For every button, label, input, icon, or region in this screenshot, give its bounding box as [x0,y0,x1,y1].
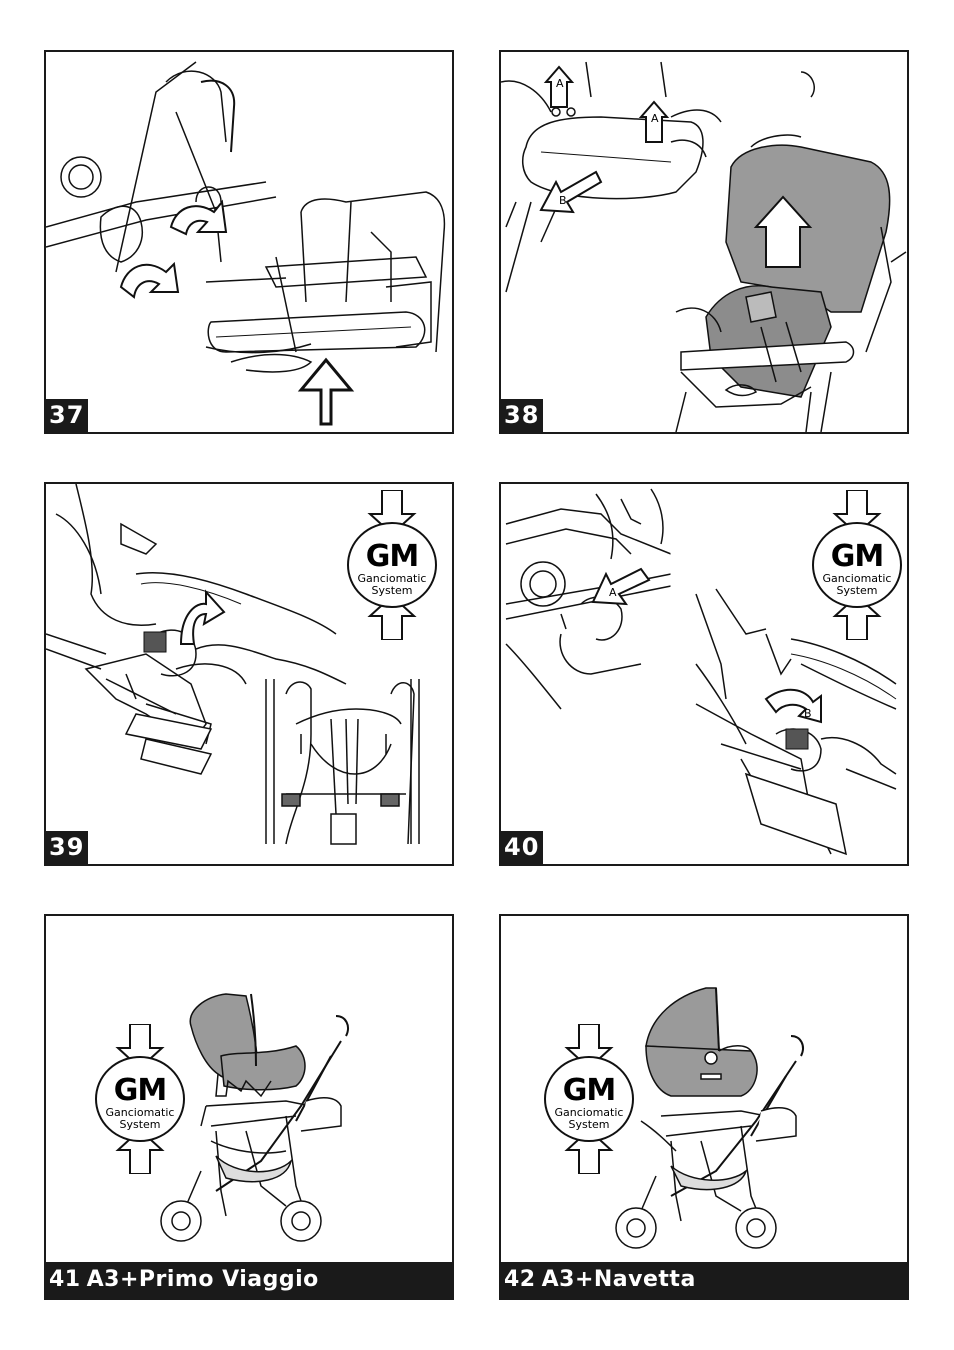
wheel [615,1207,777,1249]
label-a-2: A [651,112,659,125]
gm-line1: Ganciomatic [822,572,892,585]
step-37-illustration [46,61,446,426]
curved-arrow-icon [179,589,226,645]
step-title: A3+Primo Viaggio [86,1267,319,1292]
gm-letters: GM [113,1073,167,1108]
step-42-illustration [615,987,804,1249]
step-number: 39 [46,831,89,864]
label-b: B [804,707,812,720]
step-38-illustration: A A B [501,61,907,432]
curved-arrow-icon [764,688,822,724]
buckle [785,728,809,750]
gm-line1: Ganciomatic [357,572,427,585]
step-39-panel: GM Ganciomatic System 39 [44,482,454,866]
step-37-panel: 37 [44,50,454,434]
gm-logo-icon: GM Ganciomatic System [344,490,440,640]
gm-line1: Ganciomatic [554,1106,624,1119]
down-arrow-icon [591,567,651,606]
gm-letters: GM [365,539,419,574]
step-40-illustration: A B [505,484,897,856]
step-41-illustration [160,993,349,1242]
gm-logo-icon: GM Ganciomatic System [541,1024,637,1174]
step-38-panel: A A B 38 [499,50,909,434]
down-arrow-icon [539,170,603,214]
step-title: A3+Navetta [541,1267,696,1292]
step-number: 38 [501,399,544,432]
buckle [143,631,167,653]
up-arrow-icon [543,65,813,268]
gm-logo-icon: GM Ganciomatic System [92,1024,188,1174]
step-number: 40 [501,831,544,864]
up-arrow-icon [297,357,355,426]
gm-letters: GM [830,539,884,574]
gm-line2: System [836,584,878,597]
gm-line2: System [568,1118,610,1131]
gm-line2: System [119,1118,161,1131]
step-number: 41 [49,1267,81,1292]
curved-arrow-icon [119,199,228,299]
gm-logo-icon: GM Ganciomatic System [809,490,905,640]
gm-line2: System [371,584,413,597]
gm-line1: Ganciomatic [105,1106,175,1119]
step-39-illustration [46,484,420,845]
wheel [160,1200,322,1242]
step-number: 42 [504,1267,536,1292]
gm-letters: GM [562,1073,616,1108]
label-b: B [559,194,567,207]
label-a-1: A [556,77,564,90]
step-number: 37 [46,399,89,432]
label-a: A [609,586,617,599]
step-40-panel: A B GM Ganciomatic System 40 [499,482,909,866]
